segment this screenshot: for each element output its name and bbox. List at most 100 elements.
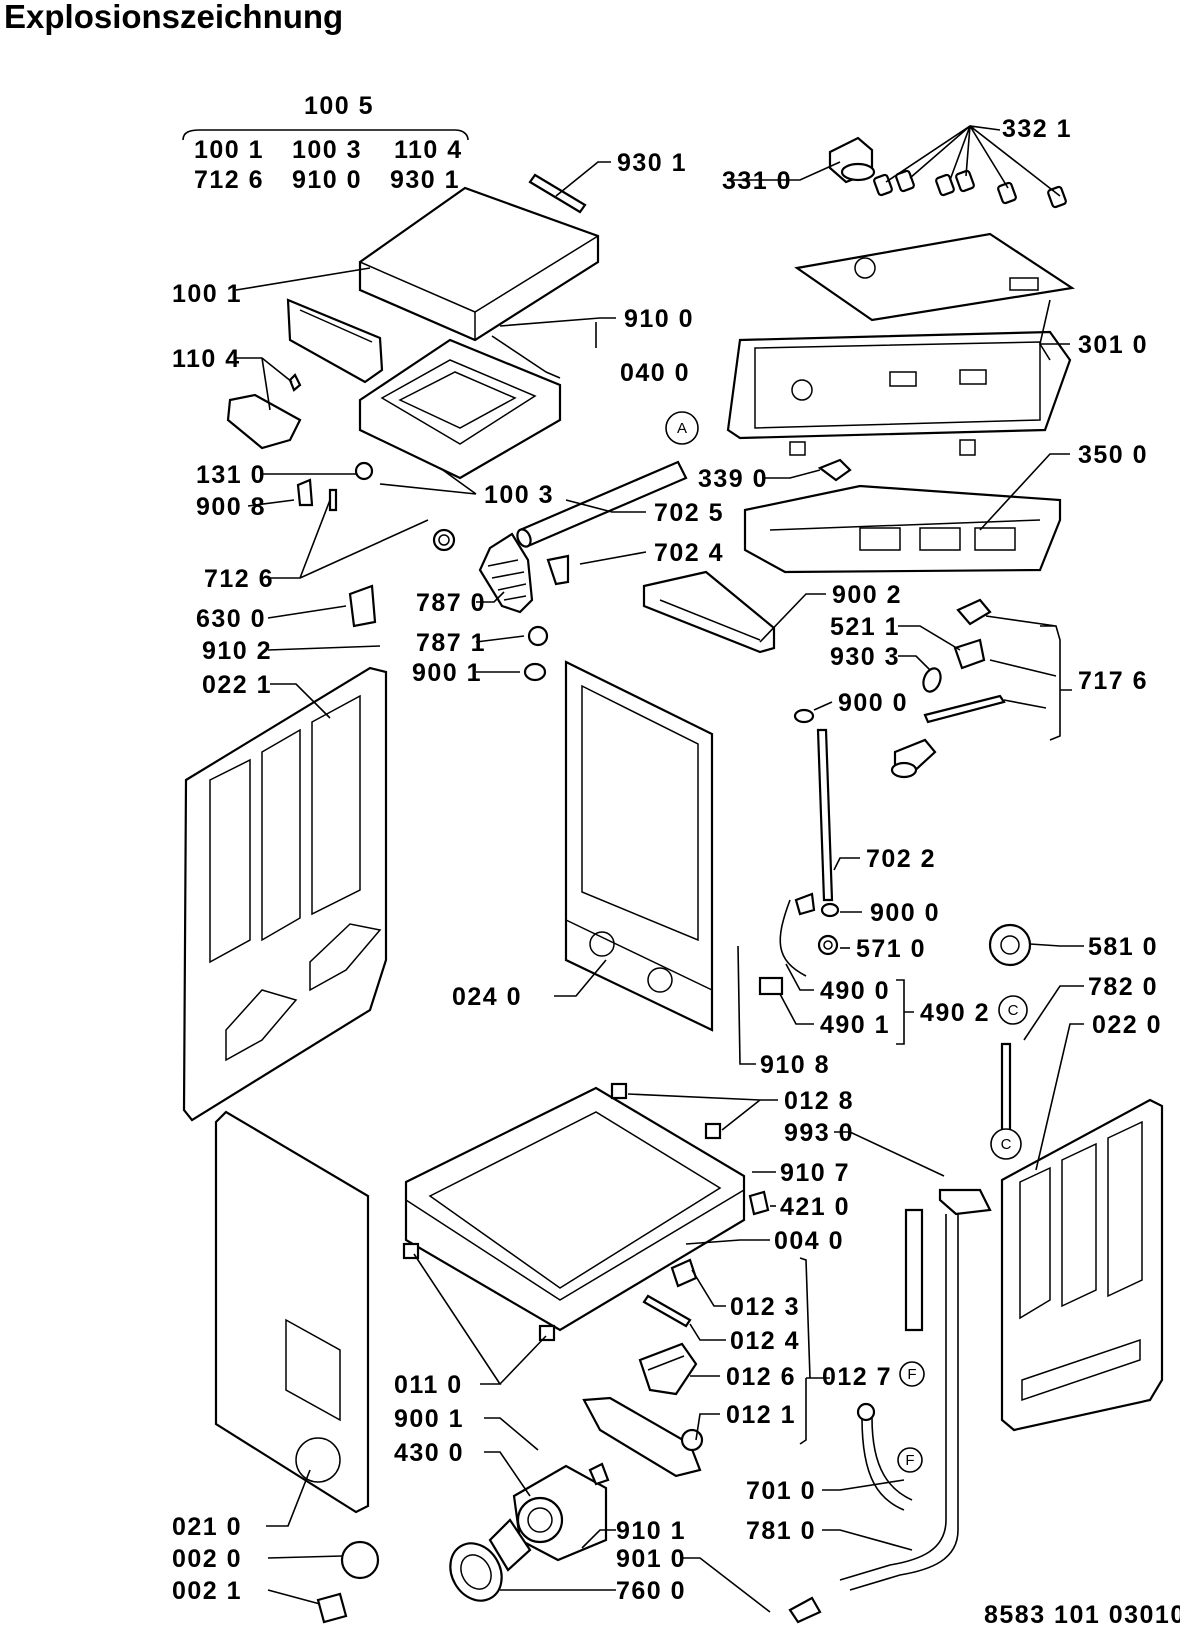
part-bellows — [478, 532, 549, 682]
label-430-0: 430 0 — [394, 1439, 464, 1467]
part-control-panel — [726, 232, 1075, 456]
part-wheel-lever — [582, 1396, 704, 1478]
callout-a — [665, 411, 699, 445]
part-pump-filter — [449, 1518, 532, 1602]
part-lever-assembly — [890, 598, 1006, 779]
label-012-8: 012 8 — [784, 1087, 854, 1115]
label-021-0: 021 0 — [172, 1513, 242, 1541]
label-717-6: 717 6 — [1078, 667, 1148, 695]
label-012-7: 012 7 — [822, 1363, 892, 1391]
label-781-0: 781 0 — [746, 1517, 816, 1545]
part-front-panel — [214, 1110, 370, 1514]
part-seal — [793, 708, 815, 724]
part-pulley — [988, 923, 1032, 967]
label-100-1-group: 100 1 — [194, 136, 264, 164]
label-930-3: 930 3 — [830, 643, 900, 671]
label-339-0: 339 0 — [698, 465, 768, 493]
part-wheel-axle — [642, 1294, 692, 1328]
label-910-8: 910 8 — [760, 1051, 830, 1079]
part-pin — [328, 488, 338, 512]
label-490-1: 490 1 — [820, 1011, 890, 1039]
part-cover — [348, 584, 377, 628]
label-002-0: 002 0 — [172, 1545, 242, 1573]
label-910-1: 910 1 — [616, 1517, 686, 1545]
label-900-1-lower: 900 1 — [394, 1405, 464, 1433]
callout-c-upper-text: C — [1008, 1002, 1019, 1019]
label-702-4: 702 4 — [654, 539, 724, 567]
part-drain-hoses — [788, 1188, 992, 1624]
callout-f-upper-text: F — [907, 1366, 916, 1383]
label-702-2: 702 2 — [866, 845, 936, 873]
label-040-0: 040 0 — [620, 359, 690, 387]
label-701-0: 701 0 — [746, 1477, 816, 1505]
part-top-lid — [358, 186, 600, 342]
label-581-0: 581 0 — [1088, 933, 1158, 961]
label-012-3: 012 3 — [730, 1293, 800, 1321]
part-mains-cable — [779, 899, 807, 977]
page-title: Explosionszeichnung — [4, 0, 344, 35]
part-flap-hinge — [316, 1592, 348, 1624]
label-787-0: 787 0 — [416, 589, 486, 617]
part-knob-insert — [817, 458, 852, 482]
callout-f-lower-text: F — [905, 1452, 914, 1469]
label-900-8: 900 8 — [196, 493, 266, 521]
label-350-0: 350 0 — [1078, 441, 1148, 469]
part-side-panel-left — [182, 666, 388, 1122]
label-900-2: 900 2 — [832, 581, 902, 609]
label-900-0-lower: 900 0 — [870, 899, 940, 927]
part-rear-frame — [564, 660, 714, 1032]
callout-a-text: A — [677, 420, 687, 437]
part-pressure-tube — [816, 728, 834, 902]
part-spring — [432, 528, 456, 552]
part-filter — [758, 976, 784, 996]
document-number: 8583 101 03010 — [984, 1601, 1180, 1628]
label-900-1: 900 1 — [412, 659, 482, 687]
label-004-0: 004 0 — [774, 1227, 844, 1255]
part-buttons — [873, 169, 1067, 209]
part-side-panel-right — [1000, 1098, 1164, 1432]
part-knob — [828, 136, 876, 184]
label-787-1: 787 1 — [416, 629, 486, 657]
label-930-1-group: 930 1 — [390, 166, 460, 194]
label-490-0: 490 0 — [820, 977, 890, 1005]
callout-c-upper — [998, 995, 1028, 1025]
part-lid-handle — [226, 298, 384, 450]
callout-c-lower-text: C — [1001, 1136, 1012, 1153]
label-002-1: 002 1 — [172, 1577, 242, 1605]
callout-f-lower — [897, 1447, 923, 1473]
label-712-6: 712 6 — [204, 565, 274, 593]
part-heater-connector — [817, 934, 839, 956]
label-012-6: 012 6 — [726, 1363, 796, 1391]
part-hose — [516, 460, 688, 548]
label-901-0: 901 0 — [616, 1545, 686, 1573]
callout-bubbles: A C C F F — [665, 411, 1028, 1473]
label-571-0: 571 0 — [856, 935, 926, 963]
label-782-0: 782 0 — [1088, 973, 1158, 1001]
label-993-0: 993 0 — [784, 1119, 854, 1147]
leader-lines — [182, 125, 1084, 1613]
part-rod — [1000, 1042, 1012, 1132]
callout-c-lower — [990, 1128, 1022, 1160]
label-490-2: 490 2 — [920, 999, 990, 1027]
label-930-1: 930 1 — [617, 149, 687, 177]
label-110-4-group: 110 4 — [394, 136, 463, 164]
part-capacitor — [748, 1190, 770, 1216]
part-nozzle — [546, 554, 570, 586]
label-131-0: 131 0 — [196, 461, 266, 489]
label-301-0: 301 0 — [1078, 331, 1148, 359]
label-910-7: 910 7 — [780, 1159, 850, 1187]
label-910-2: 910 2 — [202, 637, 272, 665]
label-702-5: 702 5 — [654, 499, 724, 527]
callout-f-upper — [899, 1361, 925, 1387]
label-900-0: 900 0 — [838, 689, 908, 717]
part-flap — [340, 1540, 380, 1580]
part-clip — [296, 478, 314, 507]
part-wheel-bracket — [638, 1342, 698, 1396]
label-110-4: 110 4 — [172, 345, 241, 373]
part-electronic-board — [743, 484, 1062, 574]
label-760-0: 760 0 — [616, 1577, 686, 1605]
part-bracket — [642, 570, 776, 654]
label-100-5: 100 5 — [304, 92, 374, 120]
label-712-6-group: 712 6 — [194, 166, 264, 194]
